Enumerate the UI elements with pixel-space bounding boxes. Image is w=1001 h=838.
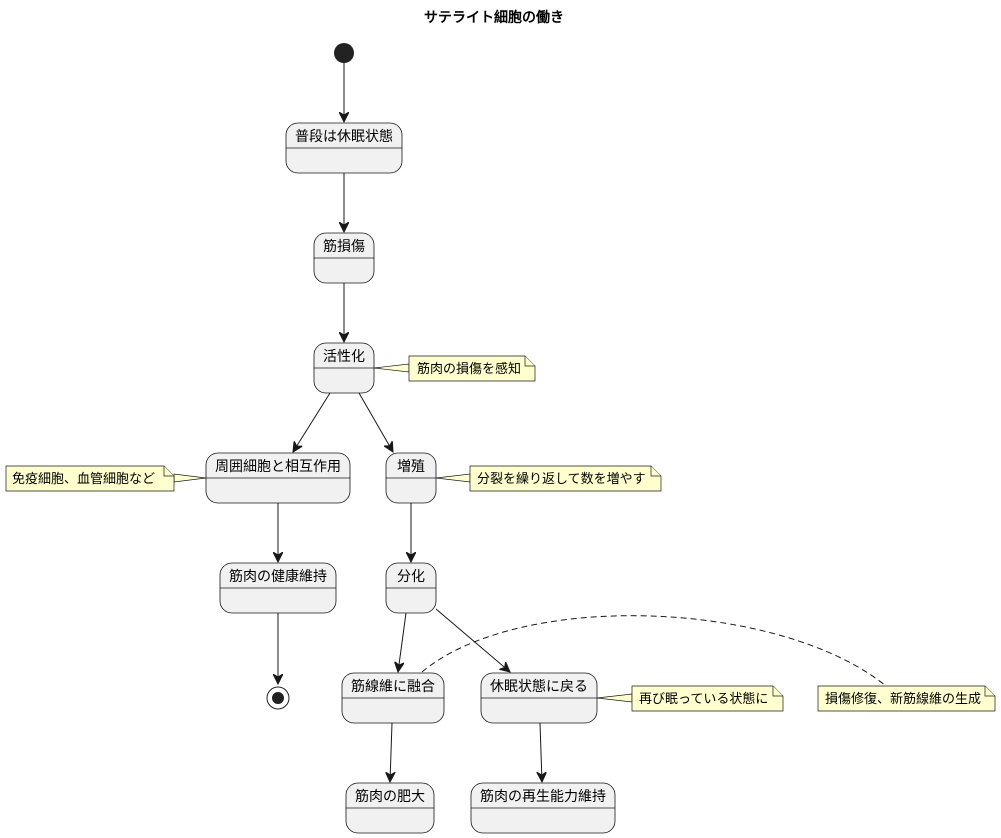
note-label: 分裂を繰り返して数を増やす — [477, 472, 646, 487]
note-label: 損傷修復、新筋線維の生成 — [825, 691, 981, 707]
edge-activation-to-proliferation — [358, 392, 393, 452]
state-dormant: 普段は休眠状態 — [285, 122, 403, 174]
note-proliferation: 分裂を繰り返して数を増やす — [469, 465, 662, 492]
note-connector-fusion — [421, 615, 887, 687]
start-node — [334, 43, 354, 63]
transitions — [278, 62, 542, 782]
note-connectors — [173, 363, 887, 703]
state-label: 活性化 — [323, 349, 365, 365]
end-node — [266, 686, 290, 710]
state-fusion: 筋線維に融合 — [341, 672, 445, 724]
edge-return-to-regeneration — [540, 722, 542, 782]
state-label: 筋肉の再生能力維持 — [480, 788, 606, 805]
note-label: 免疫細胞、血管細胞など — [12, 471, 155, 487]
state-proliferation: 増殖 — [385, 452, 437, 504]
state-label: 筋肉の肥大 — [355, 788, 425, 805]
state-label: 筋線維に融合 — [351, 678, 435, 695]
state-differentiation: 分化 — [385, 562, 437, 614]
state-label: 周囲細胞と相互作用 — [215, 459, 341, 475]
state-label: 分化 — [397, 569, 425, 585]
state-label: 増殖 — [397, 458, 425, 475]
edge-differentiation-to-return — [435, 608, 510, 672]
note-connector-proliferation — [435, 473, 471, 483]
state-injury: 筋損傷 — [313, 232, 375, 284]
diagram-title: サテライト細胞の働き — [424, 9, 564, 26]
state-interaction: 周囲細胞と相互作用 — [205, 452, 351, 504]
edge-fusion-to-hypertrophy — [390, 722, 392, 782]
state-regeneration: 筋肉の再生能力維持 — [470, 782, 616, 834]
state-hypertrophy: 筋肉の肥大 — [345, 782, 435, 834]
state-label: 休眠状態に戻る — [490, 679, 588, 695]
note-activation: 筋肉の損傷を感知 — [408, 355, 536, 382]
note-interaction: 免疫細胞、血管細胞など — [5, 465, 175, 492]
state-activation: 活性化 — [313, 342, 375, 394]
note-connector-return — [596, 693, 633, 703]
state-return-dormant: 休眠状態に戻る — [480, 672, 598, 724]
note-connector-activation — [373, 363, 410, 373]
edge-differentiation-to-fusion — [398, 612, 407, 672]
state-label: 筋肉の健康維持 — [229, 568, 327, 585]
note-return-dormant: 再び眠っている状態に — [631, 685, 784, 712]
state-label: 普段は休眠状態 — [295, 129, 393, 145]
note-label: 再び眠っている状態に — [639, 691, 768, 707]
edge-activation-to-interaction — [293, 392, 331, 452]
state-maintenance: 筋肉の健康維持 — [219, 562, 337, 614]
note-connector-interaction — [173, 473, 207, 483]
note-label: 筋肉の損傷を感知 — [417, 361, 521, 377]
state-label: 筋損傷 — [323, 238, 365, 255]
note-fusion: 損傷修復、新筋線維の生成 — [817, 685, 996, 712]
